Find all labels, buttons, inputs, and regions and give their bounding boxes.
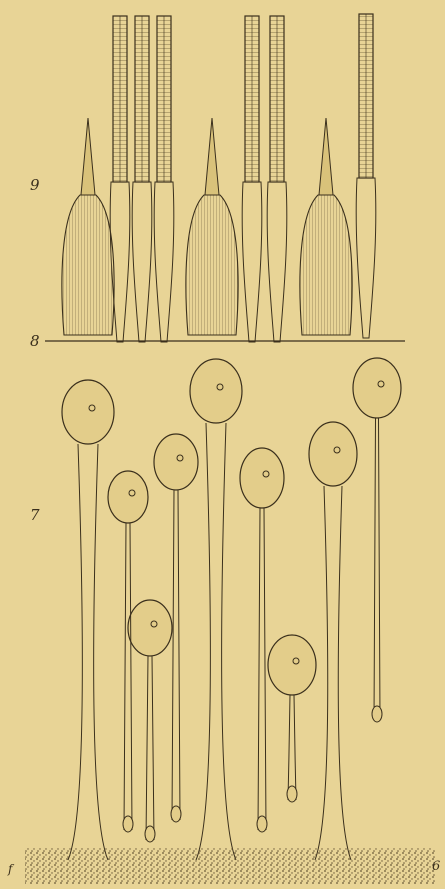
layer-label-8: 8 <box>30 334 40 349</box>
cell-nucleus <box>128 600 172 656</box>
cell-nucleus <box>268 635 316 695</box>
layer-label-6: 6 <box>432 860 440 873</box>
fiber-end-bulb <box>145 826 155 842</box>
cell-fiber <box>172 490 180 820</box>
layer-label-7: 7 <box>30 508 40 523</box>
fiber-end-bulb <box>372 706 382 722</box>
cell-nucleus <box>62 380 114 444</box>
cell-fiber <box>146 656 154 840</box>
rod-inner-segment <box>242 182 262 342</box>
cone-inner-segment <box>62 195 114 335</box>
cell-fiber <box>315 486 351 860</box>
fiber-end-bulb <box>287 786 297 802</box>
cell-fiber <box>258 508 266 830</box>
cell-nucleus <box>240 448 284 508</box>
cell-nucleus <box>108 471 148 523</box>
cell-fiber <box>124 523 132 830</box>
cone-outer-tip <box>81 118 95 195</box>
cell-nucleus <box>309 422 357 486</box>
rod-inner-segment <box>154 182 174 342</box>
fiber-end-bulb <box>257 816 267 832</box>
cone-outer-tip <box>205 118 219 195</box>
cone-inner-segment <box>300 195 352 335</box>
cell-fiber <box>68 444 108 860</box>
cell-fiber <box>196 423 236 860</box>
granular-base-layer <box>25 848 435 884</box>
fiber-end-bulb <box>171 806 181 822</box>
cell-nucleus <box>353 358 401 418</box>
layer-label-f: f <box>8 863 12 875</box>
layer-label-9: 9 <box>30 178 40 193</box>
fiber-end-bulb <box>123 816 133 832</box>
rod-inner-segment <box>267 182 287 342</box>
rod-inner-segment <box>356 178 376 338</box>
cell-nucleus <box>190 359 242 423</box>
rod-inner-segment <box>132 182 152 342</box>
cell-nucleus <box>154 434 198 490</box>
cone-outer-tip <box>319 118 333 195</box>
cell-fiber <box>288 695 296 800</box>
cone-inner-segment <box>186 195 238 335</box>
cell-fiber <box>374 418 380 720</box>
